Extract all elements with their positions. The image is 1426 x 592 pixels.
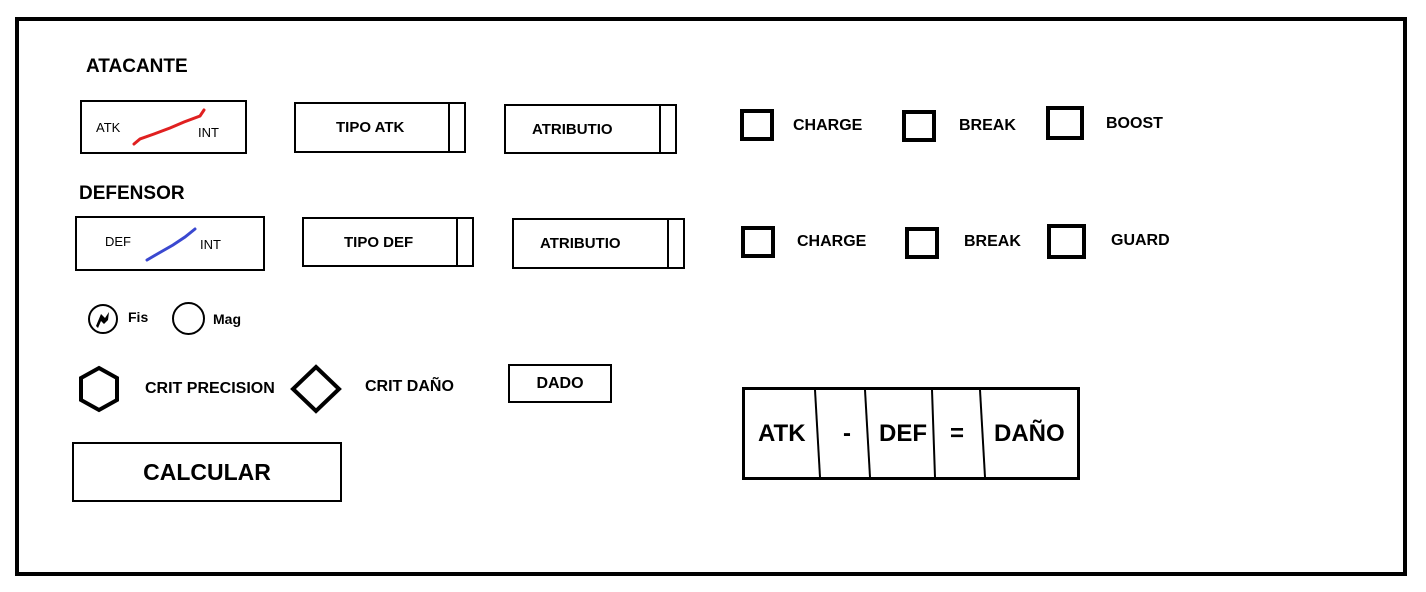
dropdown-arrow-icon[interactable] xyxy=(456,219,472,265)
attacker-break-checkbox[interactable] xyxy=(902,110,936,142)
attacker-attribute-select[interactable]: ATRIBUTIO xyxy=(504,104,677,154)
formula-dividers xyxy=(814,390,986,477)
dropdown-arrow-icon[interactable] xyxy=(659,106,675,152)
physical-label: Fis xyxy=(128,309,149,325)
attacker-charge-label: CHARGE xyxy=(793,117,863,134)
defender-attribute-select[interactable]: ATRIBUTIO xyxy=(512,218,685,269)
magic-radio[interactable] xyxy=(172,302,205,335)
attack-type-value: TIPO ATK xyxy=(336,119,405,136)
attacker-boost-checkbox[interactable] xyxy=(1046,106,1084,140)
slider-line xyxy=(145,227,197,262)
crit-damage-label: CRIT DAÑO xyxy=(365,378,454,395)
attacker-atk-int-slider[interactable]: ATK INT xyxy=(80,100,247,154)
attacker-charge-checkbox[interactable] xyxy=(740,109,774,141)
magic-label: Mag xyxy=(213,311,241,327)
defender-attribute-value: ATRIBUTIO xyxy=(540,235,621,252)
dropdown-arrow-icon[interactable] xyxy=(448,104,464,151)
formula-def: DEF xyxy=(879,419,927,447)
defender-title: DEFENSOR xyxy=(79,183,185,204)
slider-left-label: DEF xyxy=(105,234,131,249)
slider-line xyxy=(132,108,206,146)
radio-selected-mark xyxy=(96,312,109,328)
formula-atk: ATK xyxy=(758,419,806,447)
formula-damage-result: DAÑO xyxy=(994,419,1065,447)
defense-type-select[interactable]: TIPO DEF xyxy=(302,217,474,267)
crit-precision-hexagon-icon[interactable] xyxy=(76,364,122,414)
formula-equals: = xyxy=(950,419,965,447)
defender-guard-checkbox[interactable] xyxy=(1047,224,1086,259)
attacker-break-label: BREAK xyxy=(959,117,1016,134)
attacker-attribute-value: ATRIBUTIO xyxy=(532,120,613,138)
physical-radio[interactable] xyxy=(88,304,118,334)
defender-guard-label: GUARD xyxy=(1111,232,1170,249)
slider-right-label: INT xyxy=(200,237,221,252)
main-panel xyxy=(15,17,1407,576)
attacker-title: ATACANTE xyxy=(86,56,188,77)
slider-left-label: ATK xyxy=(96,120,121,135)
dice-button[interactable]: DADO xyxy=(508,364,612,403)
formula-minus: - xyxy=(843,419,851,447)
calculate-button[interactable]: CALCULAR xyxy=(72,442,342,502)
defender-def-int-slider[interactable]: DEF INT xyxy=(75,216,265,271)
crit-damage-diamond-icon[interactable] xyxy=(288,363,344,415)
crit-precision-label: CRIT PRECISION xyxy=(145,380,275,397)
dropdown-arrow-icon[interactable] xyxy=(667,220,683,267)
defender-break-checkbox[interactable] xyxy=(905,227,939,259)
attack-type-select[interactable]: TIPO ATK xyxy=(294,102,466,153)
defender-charge-label: CHARGE xyxy=(797,233,867,250)
slider-right-label: INT xyxy=(198,125,219,140)
damage-formula-display: ATK - DEF = DAÑO xyxy=(742,387,1080,480)
defense-type-value: TIPO DEF xyxy=(344,233,414,251)
defender-break-label: BREAK xyxy=(964,233,1021,250)
defender-charge-checkbox[interactable] xyxy=(741,226,775,258)
attacker-boost-label: BOOST xyxy=(1106,115,1163,132)
